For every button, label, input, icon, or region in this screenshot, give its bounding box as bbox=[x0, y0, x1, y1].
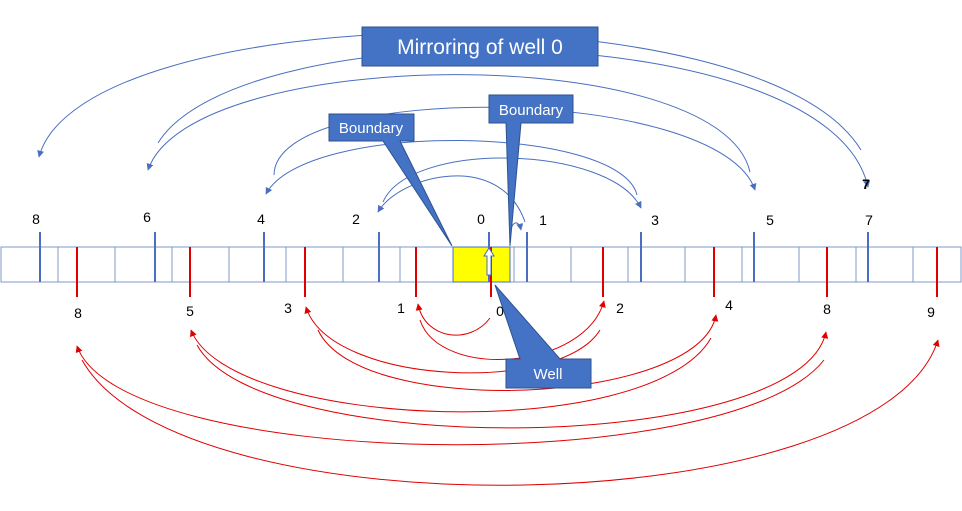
red-label: 0 bbox=[496, 303, 504, 319]
red-arc bbox=[317, 314, 719, 391]
red-label: 1 bbox=[397, 300, 405, 316]
title: Mirroring of well 0 bbox=[397, 36, 563, 59]
red-arc bbox=[190, 329, 712, 413]
red-mirror-arcs bbox=[75, 300, 940, 486]
blue-arc bbox=[265, 140, 638, 196]
red-label: 9 bbox=[927, 304, 935, 320]
blue-label: 1 bbox=[539, 212, 547, 228]
red-arc bbox=[415, 303, 491, 336]
red-arc bbox=[304, 306, 601, 374]
red-arc bbox=[81, 339, 940, 486]
boundary-callout-right: Boundary bbox=[488, 94, 574, 247]
blue-label: 6 bbox=[143, 209, 151, 225]
blue-arc bbox=[146, 74, 751, 173]
boundary-label-right: Boundary bbox=[499, 102, 564, 119]
title-banner: Mirroring of well 0 bbox=[361, 26, 599, 67]
red-label: 3 bbox=[284, 300, 292, 316]
red-label: 8 bbox=[74, 305, 82, 321]
boundary-label-left: Boundary bbox=[339, 120, 404, 137]
red-labels: 8 5 3 1 0 2 4 8 9 bbox=[74, 297, 935, 321]
red-arc bbox=[196, 331, 829, 429]
red-label: 4 bbox=[725, 297, 733, 313]
red-label: 8 bbox=[823, 301, 831, 317]
blue-label: 5 bbox=[766, 212, 774, 228]
blue-label: 7 bbox=[862, 176, 870, 192]
blue-label: 7 bbox=[865, 212, 873, 228]
grid-strip bbox=[0, 246, 962, 283]
well-cell bbox=[452, 246, 511, 283]
blue-label: 0 bbox=[477, 211, 485, 227]
blue-label: 4 bbox=[257, 211, 265, 227]
boundary-callout-left: Boundary bbox=[328, 113, 453, 247]
red-label: 2 bbox=[616, 300, 624, 316]
blue-arc bbox=[377, 175, 526, 223]
blue-labels: 8 6 4 2 0 1 3 5 7 7 bbox=[32, 176, 873, 228]
grid-cell-dividers bbox=[57, 247, 914, 282]
red-label: 5 bbox=[186, 303, 194, 319]
blue-label: 8 bbox=[32, 211, 40, 227]
well-up-arrow-icon bbox=[483, 247, 495, 276]
well-callout: Well bbox=[494, 284, 592, 389]
well-label: Well bbox=[534, 366, 563, 383]
blue-label: 2 bbox=[352, 211, 360, 227]
red-arc bbox=[75, 345, 825, 446]
blue-label: 3 bbox=[651, 212, 659, 228]
